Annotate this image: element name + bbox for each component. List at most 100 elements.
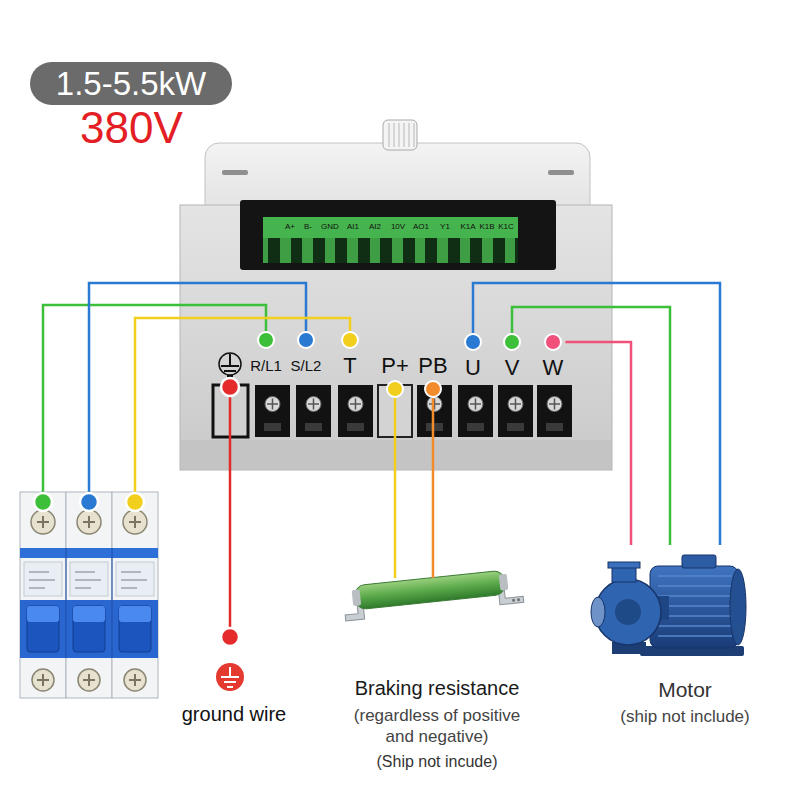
- terminal-dot: [464, 333, 482, 351]
- terminal-dot: [257, 331, 275, 349]
- terminal-name: S/L2: [289, 353, 324, 378]
- motor-pump: [730, 569, 746, 645]
- circuit-breaker: [73, 606, 105, 622]
- wire-dot: [126, 493, 144, 511]
- wire-group: [395, 283, 720, 578]
- pin-name: 10V: [391, 222, 405, 232]
- supply-wire: [135, 318, 350, 502]
- speed-knob: [383, 120, 417, 150]
- motor-pump: [658, 576, 732, 636]
- terminal-block: [507, 423, 524, 431]
- inverter-housing: [222, 170, 248, 175]
- output-terminal: U: [462, 333, 484, 380]
- terminal-block: [308, 399, 319, 410]
- terminal-name: T: [339, 353, 361, 378]
- pin-name: AI2: [369, 222, 381, 232]
- terminal-block: [265, 397, 280, 412]
- terminal-block: [468, 397, 483, 412]
- circuit-breaker: [116, 562, 154, 596]
- terminal-block: [255, 385, 572, 437]
- braking-resistor: [499, 574, 509, 591]
- circuit-breaker: [20, 600, 158, 658]
- terminal-block: [467, 423, 484, 431]
- terminal-block: [255, 385, 290, 437]
- ground-terminal: [219, 353, 241, 375]
- power-terminal: R/L1: [248, 331, 284, 378]
- terminal-block: [267, 399, 278, 410]
- ground-wire-node: ground wire: [164, 662, 304, 726]
- pin-name: A+: [285, 222, 295, 232]
- wire-dot: [34, 493, 144, 511]
- ground-symbol: [216, 663, 244, 691]
- ground-symbol: [216, 663, 244, 691]
- terminal-dot: [386, 380, 404, 398]
- wire-dot: [80, 493, 98, 511]
- circuit-breaker: [119, 606, 151, 652]
- wire: [432, 398, 435, 578]
- power-terminal: S/L2: [289, 331, 324, 378]
- node-text: (ship not include): [590, 707, 780, 728]
- ground-wire-line: [221, 378, 239, 396]
- pin-name: Y1: [440, 222, 450, 232]
- braking-resistor: [512, 599, 515, 602]
- terminal-block: [510, 399, 521, 410]
- wire: [394, 398, 397, 578]
- node-text: Motor: [590, 677, 780, 703]
- supply-wire: [89, 283, 306, 502]
- power-badge: 1.5-5.5kW: [30, 62, 232, 105]
- pin-name: K1C: [498, 222, 514, 232]
- node-text: Braking resistance: [319, 676, 555, 700]
- node-text: (Ship not incude): [319, 752, 555, 772]
- terminal-name: P+: [379, 353, 411, 378]
- brake-terminal: PB: [416, 353, 449, 398]
- circuit-breaker: [27, 606, 59, 652]
- motor-pump: [650, 566, 738, 648]
- motor-pump: [682, 555, 716, 568]
- terminal-block: [264, 423, 281, 431]
- ground-symbol: [221, 667, 239, 687]
- output-terminal: V: [501, 333, 523, 380]
- terminal-dot: [503, 333, 521, 351]
- pin-name: B-: [304, 222, 312, 232]
- terminal-block: [429, 399, 440, 410]
- terminal-dot: [341, 331, 359, 349]
- terminal-block: [296, 385, 331, 437]
- terminal-block: [305, 423, 322, 431]
- braking-resistor: [352, 589, 362, 606]
- power-terminal: T: [339, 331, 361, 378]
- control-terminal-strip: A+B-GNDAI1AI210VAO1Y1K1AK1BK1C: [263, 217, 518, 263]
- circuit-breaker: [20, 548, 158, 558]
- ground-wire-line: [229, 396, 232, 628]
- circuit-breaker: [66, 548, 112, 658]
- terminal-block: [427, 397, 442, 412]
- node-text: (regardless of positive and negative): [342, 706, 532, 747]
- pin-name: GND: [321, 222, 339, 232]
- circuit-breaker: [73, 606, 105, 652]
- terminal-dot: [424, 380, 442, 398]
- terminal-block: [537, 385, 572, 437]
- circuit-breaker: [27, 606, 59, 622]
- terminal-block: [508, 397, 523, 412]
- circuit-breaker: [29, 572, 147, 588]
- node-text: ground wire: [164, 702, 304, 726]
- motor-pump: [608, 562, 640, 568]
- braking-resistor: [354, 570, 506, 610]
- pin-name: AO1: [413, 222, 429, 232]
- motor-pump: [591, 555, 746, 656]
- inverter-housing: [240, 200, 556, 270]
- terminal-block: [306, 397, 321, 412]
- ground-wire-line: [221, 378, 239, 646]
- circuit-breaker: [37, 516, 141, 528]
- motor-pump: [591, 597, 605, 627]
- terminal-dot: [297, 331, 315, 349]
- wire: [565, 342, 631, 545]
- node-text: 1.5-5.5kW: [56, 67, 206, 100]
- terminal-name: V: [501, 355, 523, 380]
- motor-pump: [615, 599, 641, 625]
- wire: [473, 283, 720, 545]
- pin-name: K1A: [460, 222, 475, 232]
- output-terminal: W: [541, 333, 566, 380]
- circuit-breaker: [20, 492, 158, 698]
- circuit-breaker: [24, 562, 62, 596]
